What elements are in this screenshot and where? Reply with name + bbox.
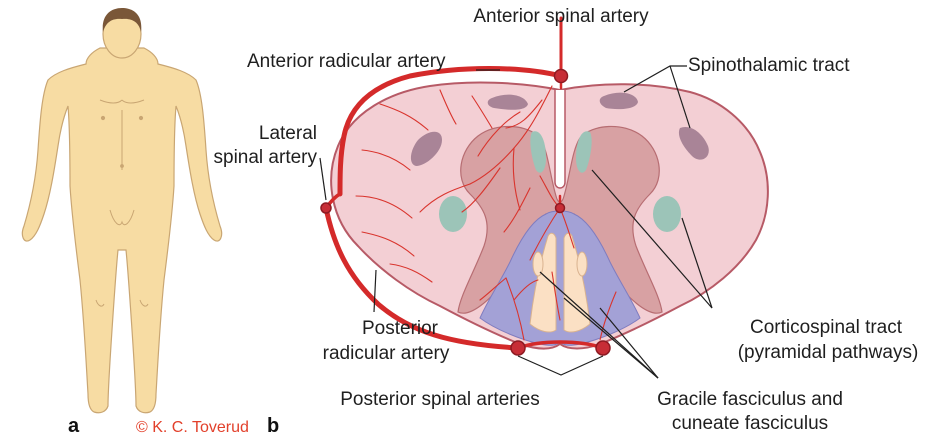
label-lateral-spinal-artery-2: spinal artery — [214, 147, 318, 168]
anterior-spinal-artery-node — [555, 70, 568, 83]
label-posterior-spinal-arteries: Posterior spinal arteries — [340, 389, 540, 410]
cuneate-fasciculus-right — [577, 252, 587, 276]
copyright-text: © K. C. Toverud — [136, 419, 249, 436]
panel-a-label: a — [68, 415, 80, 437]
posterior-spinal-artery-right-node — [596, 341, 610, 355]
label-gracile-cuneate-1: Gracile fasciculus and — [657, 389, 843, 410]
corticospinal-lateral-left — [439, 196, 467, 232]
label-lateral-spinal-artery-1: Lateral — [259, 123, 317, 144]
label-posterior-radicular-artery-1: Posterior — [362, 318, 439, 339]
human-figure — [22, 10, 221, 413]
label-anterior-spinal-artery: Anterior spinal artery — [473, 6, 649, 27]
label-posterior-radicular-artery-2: radicular artery — [323, 343, 450, 364]
label-corticospinal-tract-1: Corticospinal tract — [750, 317, 903, 338]
label-spinothalamic-tract: Spinothalamic tract — [688, 55, 850, 76]
label-gracile-cuneate-2: cuneate fasciculus — [672, 413, 828, 434]
corticospinal-lateral-right — [653, 196, 681, 232]
central-artery-node — [556, 204, 565, 213]
anterior-median-fissure — [555, 90, 565, 188]
label-corticospinal-tract-2: (pyramidal pathways) — [738, 342, 919, 363]
panel-b-label: b — [267, 415, 279, 437]
lateral-spinal-artery-node — [321, 203, 331, 213]
figure-body — [22, 48, 221, 413]
posterior-spinal-artery-left-node — [511, 341, 525, 355]
spinal-cord-section — [331, 83, 768, 349]
label-anterior-radicular-artery: Anterior radicular artery — [247, 51, 446, 72]
cuneate-fasciculus-left — [533, 252, 543, 276]
